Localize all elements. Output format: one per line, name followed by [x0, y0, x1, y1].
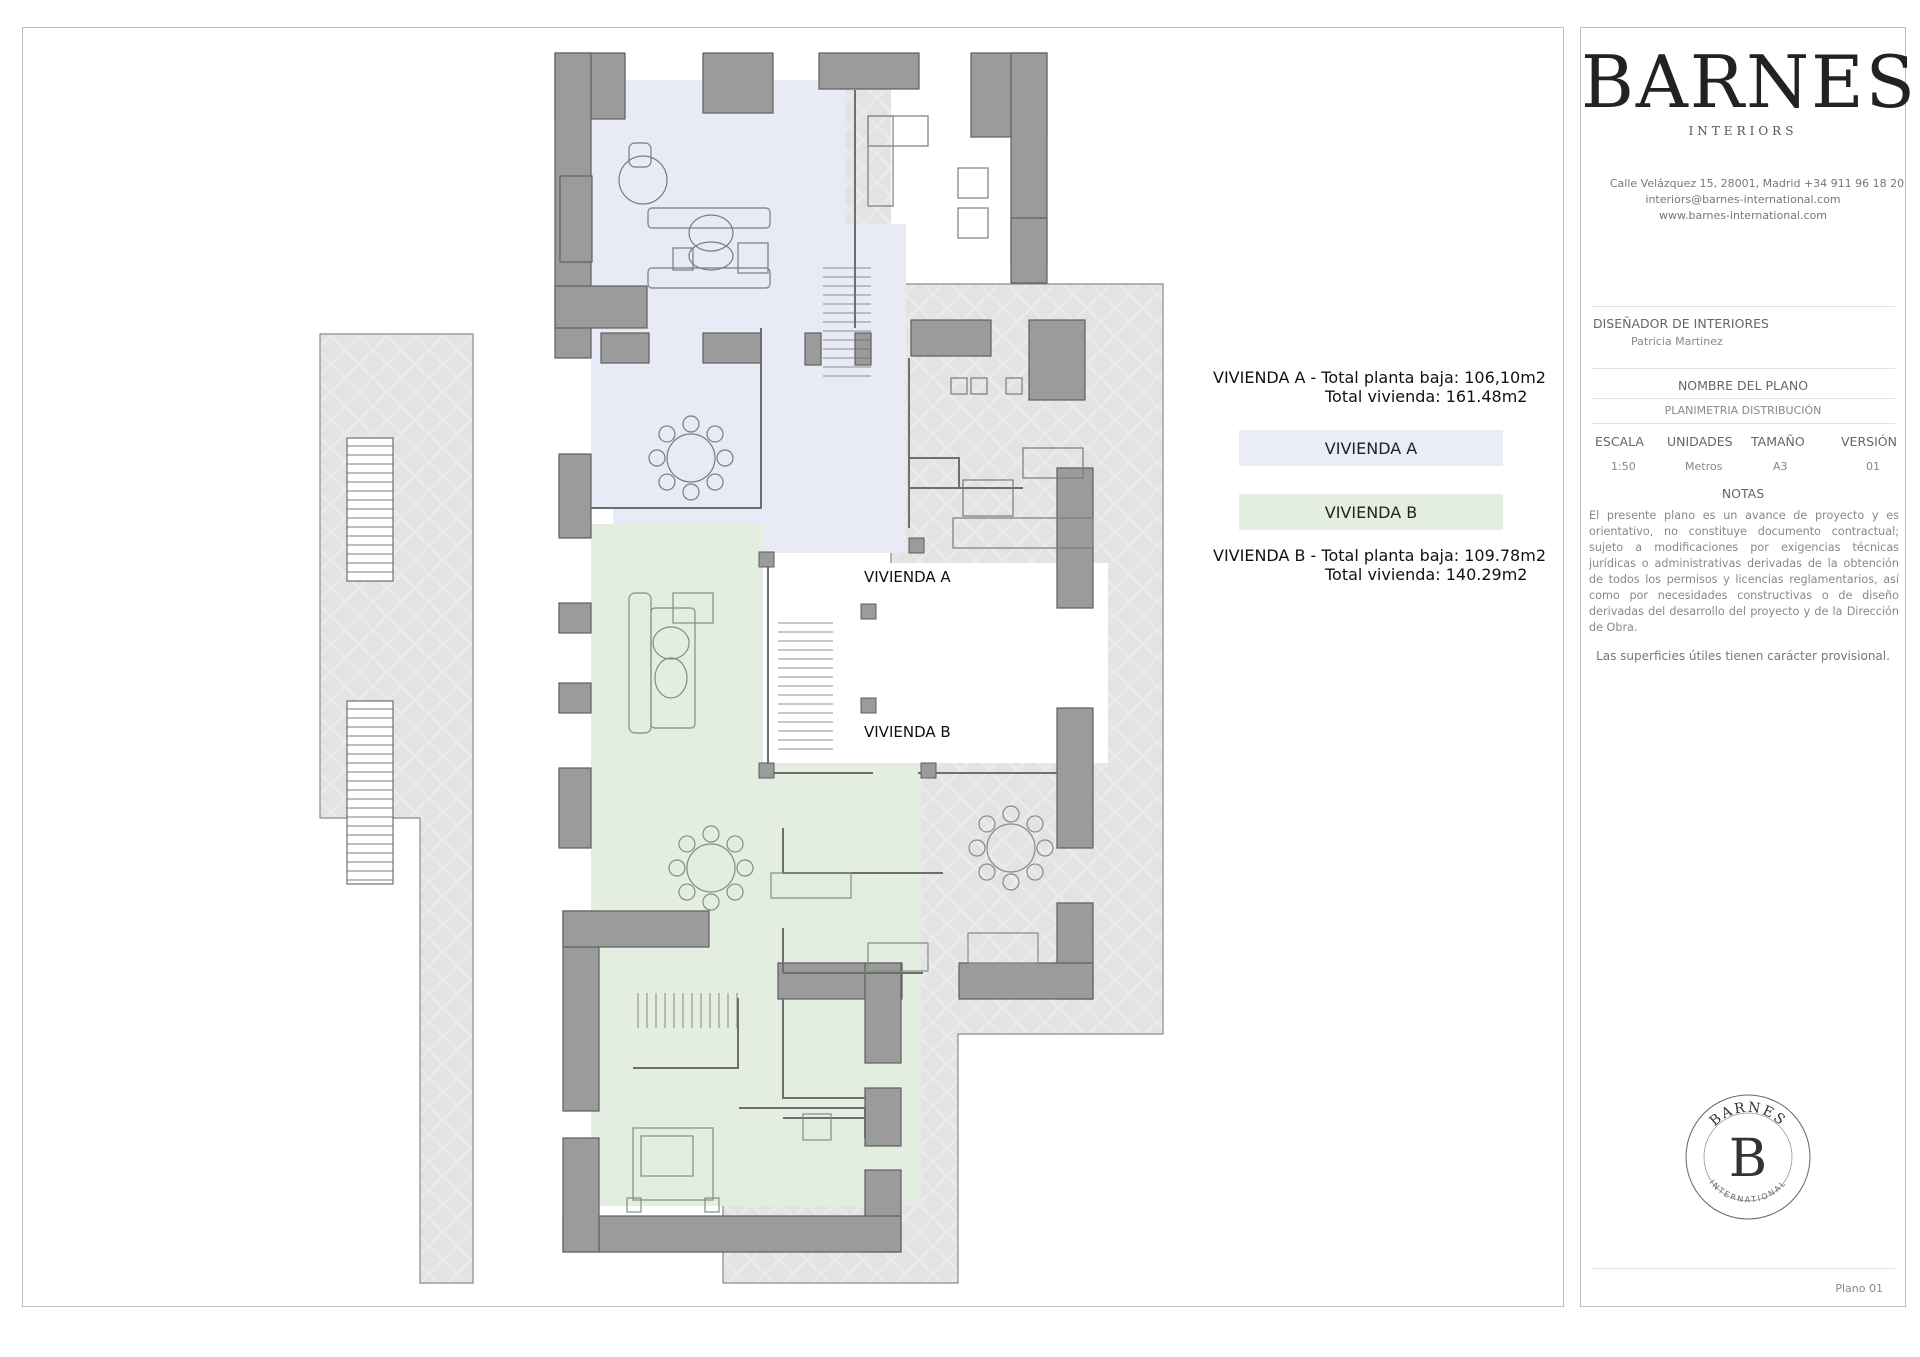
walls — [554, 52, 1094, 1253]
columns — [758, 537, 937, 779]
spec-label-version: VERSIÓN — [1841, 434, 1897, 449]
divider — [1591, 1268, 1895, 1269]
spec-label-scale: ESCALA — [1595, 434, 1644, 449]
furniture-vivienda-b — [626, 592, 1039, 1213]
partitions — [591, 90, 1057, 1138]
interior-stairs — [637, 267, 871, 1028]
seal-top-text: BARNES — [1707, 1100, 1788, 1130]
designer-heading: DISEÑADOR DE INTERIORES — [1593, 316, 1769, 331]
website-link[interactable]: www.barnes-international.com — [1659, 209, 1827, 222]
zone-vivienda-b — [591, 524, 921, 1206]
exterior-stairs — [346, 437, 394, 885]
legend-vivienda-a: VIVIENDA A — [1239, 430, 1503, 466]
divider — [1591, 306, 1895, 307]
address: Calle Velázquez 15, 28001, Madrid +34 91… — [1609, 177, 1905, 190]
sheet-number: Plano 01 — [1835, 1282, 1883, 1295]
area-vivienda-a-line2: Total vivienda: 161.48m2 — [1325, 387, 1528, 406]
furniture-vivienda-a — [618, 115, 1094, 549]
brand-logo: BARNES — [1581, 40, 1917, 124]
hall — [768, 563, 1108, 763]
svg-text:BARNES: BARNES — [1707, 1100, 1790, 1130]
hall-label-vivienda-a: VIVIENDA A — [864, 568, 951, 586]
spec-label-units: UNIDADES — [1667, 434, 1733, 449]
plan-name-heading: NOMBRE DEL PLANO — [1677, 378, 1809, 393]
plan-frame: VIVIENDA A - Total planta baja: 106,10m2… — [22, 27, 1564, 1307]
email-link[interactable]: interiors@barnes-international.com — [1645, 193, 1841, 206]
brand-subtitle: INTERIORS — [1688, 124, 1798, 138]
notes-footer: Las superficies útiles tienen carácter p… — [1596, 649, 1890, 663]
notes-heading: NOTAS — [1721, 486, 1765, 501]
seal-letter: B — [1729, 1129, 1767, 1189]
spec-value-units: Metros — [1685, 460, 1723, 473]
notes-text: El presente plano es un avance de proyec… — [1589, 509, 1899, 634]
spec-value-size: A3 — [1773, 460, 1788, 473]
area-vivienda-a-line1: VIVIENDA A - Total planta baja: 106,10m2 — [1213, 368, 1546, 387]
dining-tables — [648, 415, 1054, 911]
divider — [1591, 368, 1895, 369]
area-vivienda-b-line2: Total vivienda: 140.29m2 — [1325, 565, 1528, 584]
floor-plan — [319, 52, 1164, 1284]
title-block: BARNES INTERIORS Calle Velázquez 15, 280… — [1580, 27, 1917, 1307]
brand-seal: B BARNES INTERNATIONAL — [1685, 1094, 1811, 1220]
divider — [1591, 423, 1895, 424]
divider — [1591, 398, 1895, 399]
area-vivienda-b-line1: VIVIENDA B - Total planta baja: 109.78m2 — [1213, 546, 1546, 565]
hall-label-vivienda-b: VIVIENDA B — [864, 723, 951, 741]
spec-value-version: 01 — [1866, 460, 1880, 473]
zone-vivienda-a — [591, 80, 906, 553]
plan-name: PLANIMETRIA DISTRIBUCIÓN — [1664, 404, 1822, 417]
legend-vivienda-b: VIVIENDA B — [1239, 494, 1503, 530]
spec-label-size: TAMAÑO — [1751, 434, 1805, 449]
designer-name: Patricia Martinez — [1631, 335, 1723, 348]
spec-value-scale: 1:50 — [1611, 460, 1636, 473]
